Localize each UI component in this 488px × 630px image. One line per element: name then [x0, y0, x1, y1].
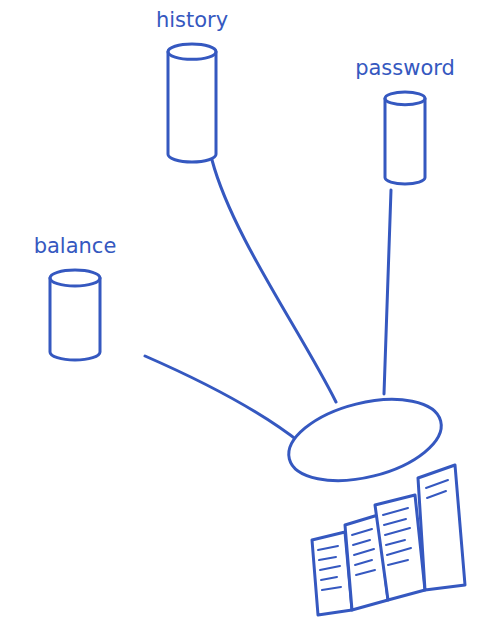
database-cylinder: balance	[15, 232, 135, 362]
cylinder-outline	[166, 42, 218, 164]
wire	[384, 190, 391, 394]
store-label: balance	[34, 232, 117, 260]
server-ellipse	[280, 385, 449, 495]
cylinder-outline	[383, 90, 427, 186]
cylinder-body	[50, 278, 100, 360]
document-stack	[312, 465, 465, 615]
cylinder-top	[168, 44, 216, 59]
database-cylinder: password	[345, 54, 465, 186]
store-label: password	[355, 54, 455, 82]
cylinder-outline	[48, 268, 102, 362]
cylinder-top	[50, 270, 100, 286]
cylinder-body	[168, 52, 216, 162]
cylinder-top	[385, 92, 425, 105]
cylinder-body	[385, 98, 425, 184]
database-cylinder: history	[127, 6, 257, 164]
wire	[212, 160, 336, 402]
store-label: history	[156, 6, 228, 34]
wire	[145, 356, 302, 444]
document-lines	[318, 480, 448, 590]
